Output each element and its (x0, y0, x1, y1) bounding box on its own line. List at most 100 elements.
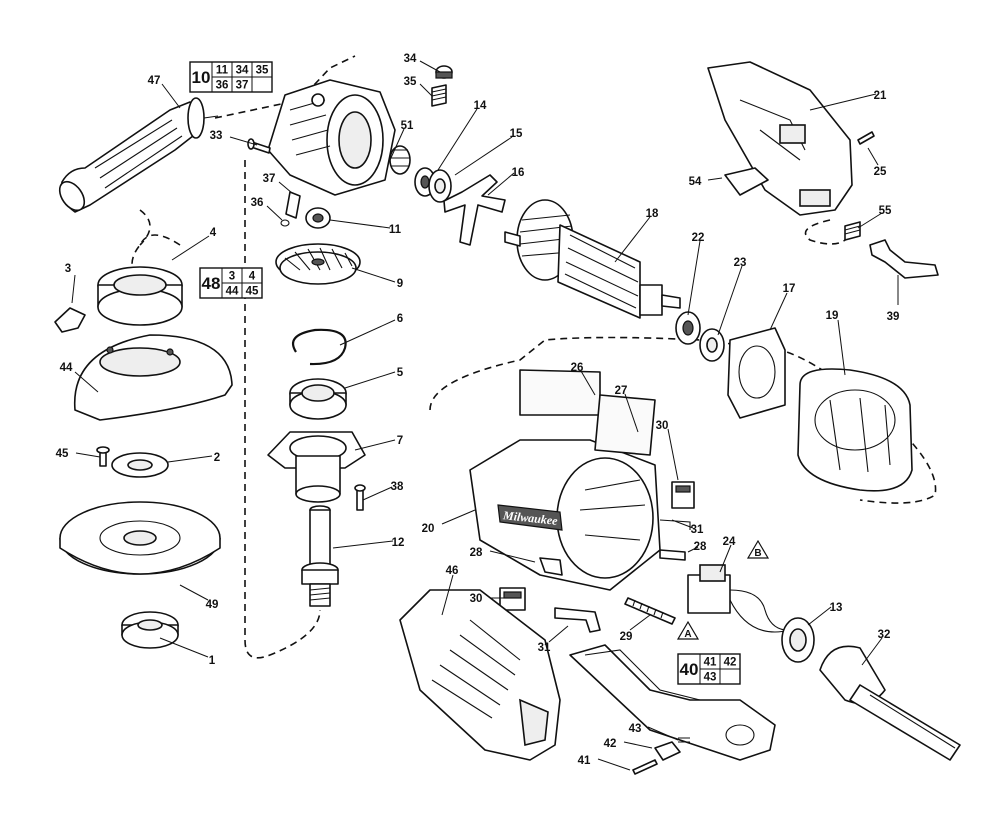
part-15-bearing (428, 169, 452, 203)
part-number: 49 (206, 599, 219, 611)
part-label-30b: 30 (470, 593, 505, 605)
part-label-24: 24 (719, 536, 736, 573)
kit-number: 10 (192, 68, 211, 87)
part-number: 14 (474, 100, 487, 112)
connector-marker-B: B (746, 539, 770, 559)
part-label-5: 5 (344, 367, 404, 389)
part-label-35: 35 (404, 76, 433, 97)
part-label-3: 3 (65, 263, 76, 304)
part-label-22: 22 (687, 232, 705, 316)
leader-line (344, 371, 396, 389)
part-number: 25 (874, 166, 887, 178)
part-number-labels: 1234567911121314151617181920212223242526… (56, 53, 900, 771)
part-number: 26 (571, 362, 584, 374)
part-label-19: 19 (826, 310, 846, 376)
part-37-pin (285, 191, 301, 219)
part-label-14: 14 (437, 100, 487, 171)
leader-line (437, 108, 478, 171)
part-number: 51 (401, 120, 414, 132)
part-number: 22 (692, 232, 705, 244)
part-label-7: 7 (354, 435, 403, 451)
part-28b-terminal (659, 549, 686, 561)
leader-line (667, 428, 679, 481)
part-label-13: 13 (807, 602, 843, 626)
kit-cell: 45 (246, 286, 259, 298)
part-number: 33 (210, 130, 223, 142)
part-label-11: 11 (329, 219, 402, 236)
leader-line (354, 439, 396, 451)
part-number: 11 (389, 224, 402, 236)
part-number: 47 (148, 75, 161, 87)
part-label-46: 46 (441, 565, 459, 616)
part-number: 20 (422, 523, 435, 535)
kit-cell: 37 (236, 80, 249, 92)
part-number: 13 (830, 602, 843, 614)
part-23-bearing (699, 328, 725, 362)
assembly-guide-lines (131, 55, 937, 659)
part-number: 39 (887, 311, 900, 323)
leader-line (179, 584, 209, 601)
part-number: 2 (214, 452, 220, 464)
leader-line (351, 267, 396, 283)
part-18-armature (504, 199, 681, 319)
part-label-1: 1 (159, 637, 216, 667)
kit-number: 40 (680, 660, 699, 679)
part-label-25: 25 (867, 147, 887, 178)
leader-line (229, 136, 258, 146)
leader-line (419, 83, 433, 97)
part-number: 19 (826, 310, 839, 322)
leader-line (867, 147, 879, 166)
part-number: 38 (391, 481, 404, 493)
part-4-flange (97, 266, 183, 326)
part-label-34: 34 (404, 53, 441, 73)
connector-markers: AB (676, 539, 770, 640)
leader-line (647, 726, 679, 741)
part-label-49: 49 (179, 584, 219, 611)
part-number: 42 (604, 738, 617, 750)
part-40-handle-cover (569, 644, 776, 761)
part-label-21: 21 (809, 90, 887, 111)
part-34-35-lock-button (431, 65, 453, 107)
part-label-15: 15 (454, 128, 523, 176)
connector-marker-A: A (676, 620, 700, 640)
part-label-43: 43 (629, 723, 679, 741)
part-label-18: 18 (614, 208, 659, 263)
part-number: 28 (470, 547, 483, 559)
kit-cell: 44 (226, 286, 239, 298)
part-number: 46 (446, 565, 459, 577)
leader-line (362, 486, 393, 501)
leader-line (717, 265, 743, 336)
part-number: 23 (734, 257, 747, 269)
part-label-39: 39 (887, 275, 900, 323)
part-number: 9 (397, 278, 403, 290)
part-label-30: 30 (656, 420, 679, 481)
brand-logo: Milwaukee (501, 508, 558, 528)
part-label-27: 27 (615, 385, 639, 433)
part-32-cord-set (819, 645, 961, 761)
leader-line (687, 546, 699, 553)
part-number: 55 (879, 205, 892, 217)
leader-line (614, 216, 651, 263)
part-label-2: 2 (167, 452, 220, 464)
part-42-clip (654, 741, 681, 761)
part-number: 34 (404, 53, 417, 65)
part-19-field (797, 368, 913, 492)
part-49-grinding-wheel (59, 501, 221, 575)
part-number: 7 (397, 435, 403, 447)
part-label-32: 32 (861, 629, 890, 666)
part-17-baffle (727, 327, 786, 419)
part-number: 27 (615, 385, 628, 397)
part-12-spindle (301, 505, 339, 607)
leader-line (332, 540, 394, 549)
leader-line (161, 83, 181, 109)
part-number: 30 (470, 593, 483, 605)
part-number: 41 (578, 755, 591, 767)
part-31b-brush-spring (554, 607, 601, 633)
part-38-screw (354, 484, 366, 511)
part-number: 31 (691, 524, 704, 536)
part-9-bevel-gear (275, 243, 361, 285)
kit-cell: 3 (229, 271, 235, 283)
part-5-bearing (289, 378, 347, 420)
part-number: 5 (397, 367, 404, 379)
